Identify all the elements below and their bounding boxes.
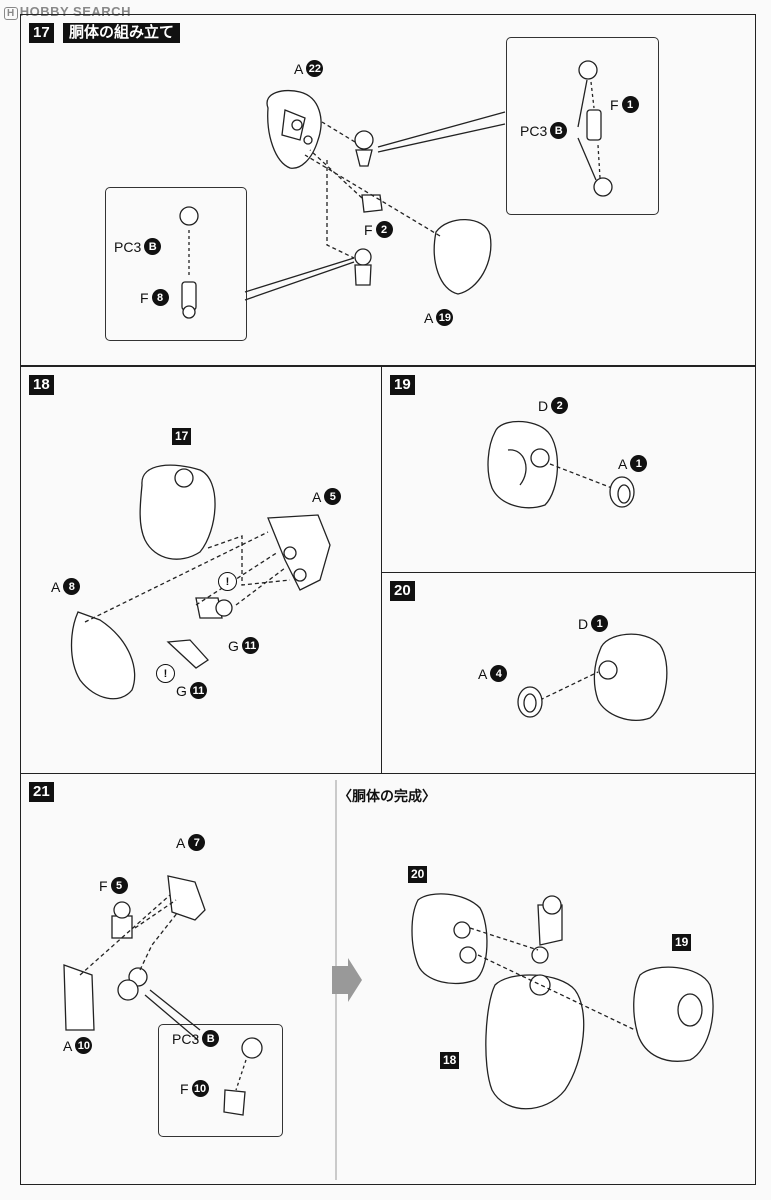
logo-icon: H	[4, 7, 18, 20]
ref-step-17: 17	[172, 428, 192, 445]
step-18-panel: 18	[20, 366, 382, 774]
caution-icon: !	[218, 572, 237, 591]
complete-heading: 〈胴体の完成〉	[338, 788, 436, 804]
step-number: 21	[29, 782, 54, 802]
ref-step-20: 20	[408, 866, 428, 883]
step-title: 胴体の組み立て	[63, 23, 181, 43]
step-number: 19	[390, 375, 415, 395]
caution-icon: !	[156, 664, 175, 683]
ref-step-18: 18	[440, 1052, 460, 1069]
step-17-panel: 17 胴体の組み立て	[20, 14, 756, 366]
step-number: 18	[29, 375, 54, 395]
step-number: 17	[29, 23, 54, 43]
step-20-panel: 20	[381, 572, 756, 774]
step-19-panel: 19	[381, 366, 756, 573]
step-21-panel: 21	[20, 773, 756, 1185]
detail-inset-left	[105, 187, 247, 341]
step-number: 20	[390, 581, 415, 601]
ref-step-19: 19	[672, 934, 692, 951]
